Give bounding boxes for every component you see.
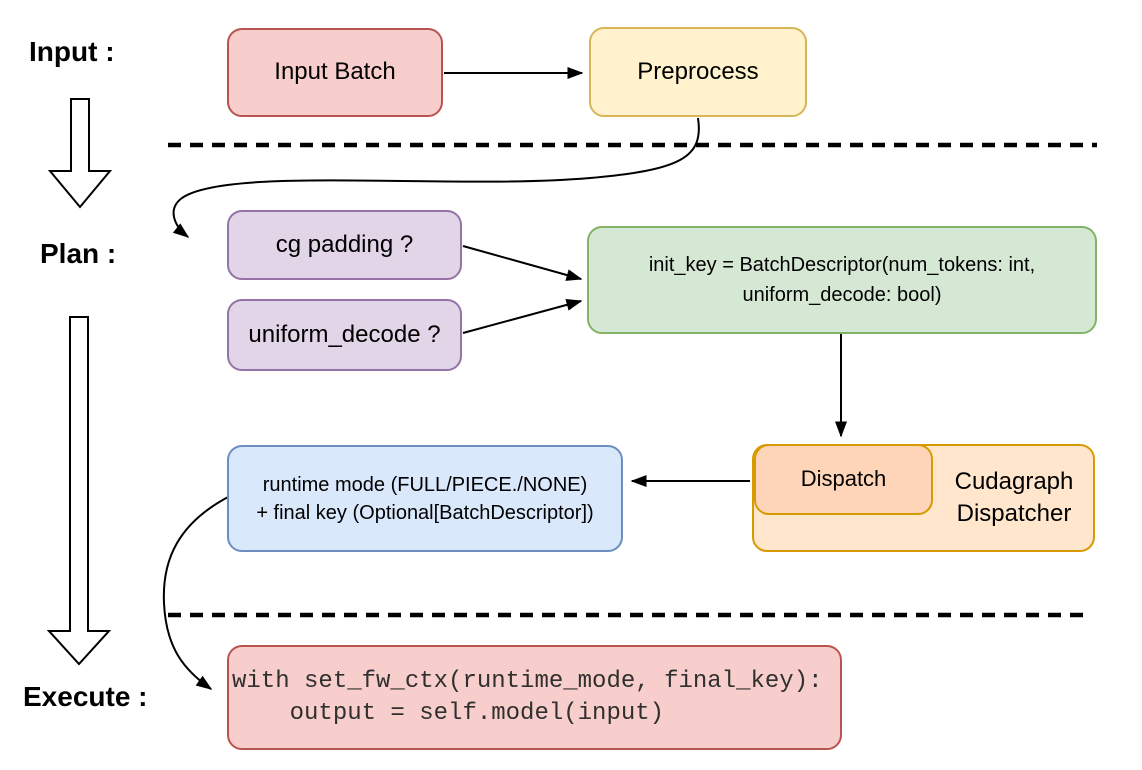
node-input-batch: Input Batch bbox=[227, 28, 443, 117]
node-preprocess: Preprocess bbox=[589, 27, 807, 117]
code-line2: output = self.model(input) bbox=[232, 699, 665, 727]
arrow-cg-padding-to-init-key bbox=[462, 245, 583, 281]
stage-label-execute: Execute : bbox=[23, 681, 148, 712]
node-execute-code: with set_fw_ctx(runtime_mode, final_key)… bbox=[227, 645, 842, 750]
stage-label-input: Input : bbox=[29, 36, 115, 67]
node-label: Dispatch bbox=[800, 466, 887, 492]
node-runtime-mode: runtime mode (FULL/PIECE./NONE) + final … bbox=[227, 445, 623, 552]
node-cg-padding: cg padding ? bbox=[227, 210, 462, 280]
node-uniform-decode: uniform_decode ? bbox=[227, 299, 462, 371]
arrow-preprocess-to-cg-padding bbox=[172, 117, 700, 238]
node-label-line1: Cudagraph bbox=[954, 468, 1074, 495]
node-label: Preprocess bbox=[637, 57, 759, 85]
arrow-uniform-decode-to-init-key bbox=[462, 299, 583, 334]
node-label: uniform_decode ? bbox=[248, 320, 441, 348]
node-label-line2: Dispatcher bbox=[956, 500, 1072, 527]
node-label: Input Batch bbox=[274, 58, 396, 86]
arrow-runtime-mode-to-execute-code bbox=[162, 495, 231, 690]
node-label-line1: init_key = BatchDescriptor(num_tokens: i… bbox=[648, 254, 1036, 276]
node-label-line1: runtime mode (FULL/PIECE./NONE) bbox=[262, 473, 588, 496]
code-line1: with set_fw_ctx(runtime_mode, final_key)… bbox=[232, 667, 823, 695]
node-label-line2: + final key (Optional[BatchDescriptor]) bbox=[256, 501, 594, 524]
node-label: cg padding ? bbox=[275, 230, 414, 258]
node-dispatch: Dispatch bbox=[754, 444, 933, 515]
cudagraph-dispatcher-label: Cudagraph Dispatcher bbox=[933, 444, 1095, 552]
node-label-line2: uniform_decode: bool) bbox=[742, 284, 942, 306]
block-arrow-plan-to-execute bbox=[46, 316, 112, 666]
node-init-key: init_key = BatchDescriptor(num_tokens: i… bbox=[587, 226, 1097, 334]
stage-label-plan: Plan : bbox=[40, 238, 117, 269]
block-arrow-input-to-plan bbox=[47, 98, 113, 209]
